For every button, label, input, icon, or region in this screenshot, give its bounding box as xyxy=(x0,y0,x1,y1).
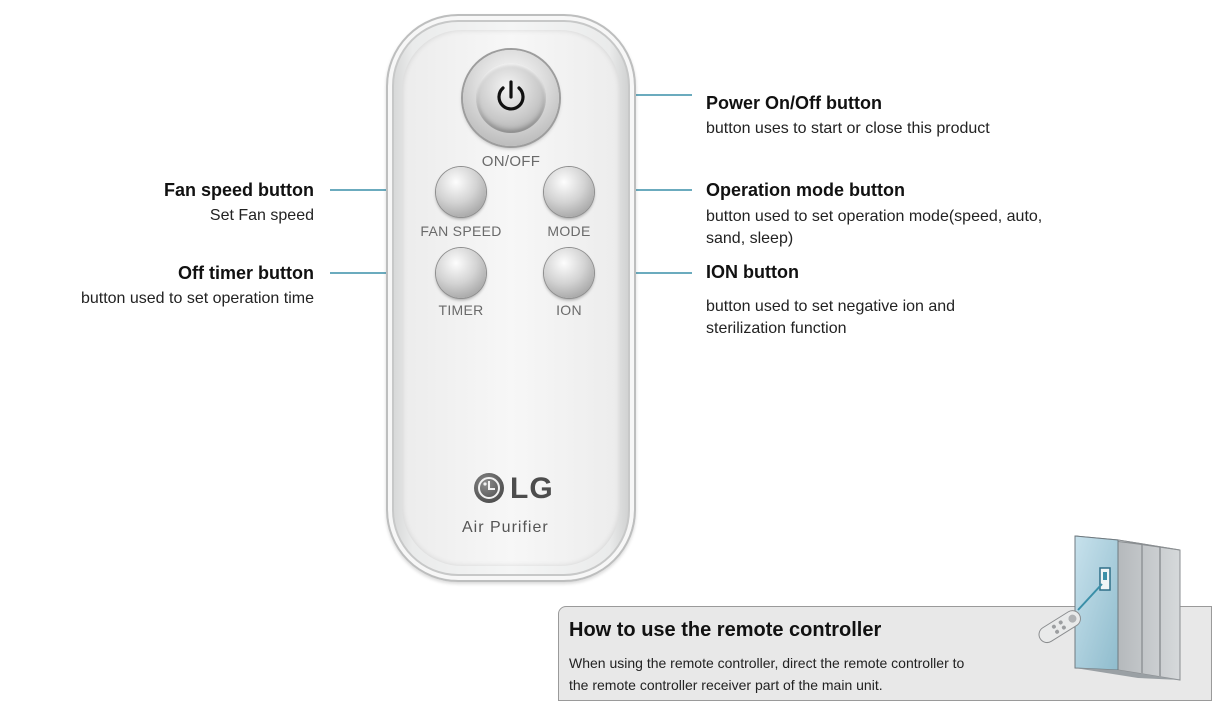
timer-callout-title: Off timer button xyxy=(178,263,314,283)
air-purifier-unit-icon xyxy=(1038,535,1181,681)
mode-button[interactable] xyxy=(544,167,594,217)
ion-label: ION xyxy=(556,302,582,318)
mode-label: MODE xyxy=(547,223,591,239)
timer-callout-desc: button used to set operation time xyxy=(80,290,314,307)
fan-speed-button[interactable] xyxy=(436,167,486,217)
product-name: Air Purifier xyxy=(462,519,549,536)
ion-button[interactable] xyxy=(544,248,594,298)
power-button[interactable] xyxy=(463,50,559,146)
ion-callout-desc-2: sterilization function xyxy=(706,320,847,337)
fan-speed-callout-title: Fan speed button xyxy=(164,180,314,200)
timer-label: TIMER xyxy=(438,302,484,318)
info-line-1: When using the remote controller, direct… xyxy=(569,655,965,671)
timer-button[interactable] xyxy=(436,248,486,298)
fan-speed-callout-desc: Set Fan speed xyxy=(209,207,314,224)
brand-name: LG xyxy=(510,472,554,505)
info-title: How to use the remote controller xyxy=(569,619,882,641)
info-line-2: the remote controller receiver part of t… xyxy=(569,677,883,693)
lg-logo-icon xyxy=(474,473,504,503)
power-icon xyxy=(497,80,525,111)
fan-speed-label: FAN SPEED xyxy=(420,223,502,239)
power-callout-title: Power On/Off button xyxy=(706,93,882,113)
power-button-core xyxy=(476,63,546,133)
ion-callout-title: ION button xyxy=(706,262,799,282)
mode-callout-desc-1: button used to set operation mode(speed,… xyxy=(706,208,1043,225)
mode-callout-desc-2: sand, sleep) xyxy=(706,230,794,247)
mode-callout-title: Operation mode button xyxy=(706,180,905,200)
power-callout-desc: button uses to start or close this produ… xyxy=(706,120,990,137)
ion-callout-desc-1: button used to set negative ion and xyxy=(706,298,956,315)
power-button-label: ON/OFF xyxy=(481,153,541,170)
